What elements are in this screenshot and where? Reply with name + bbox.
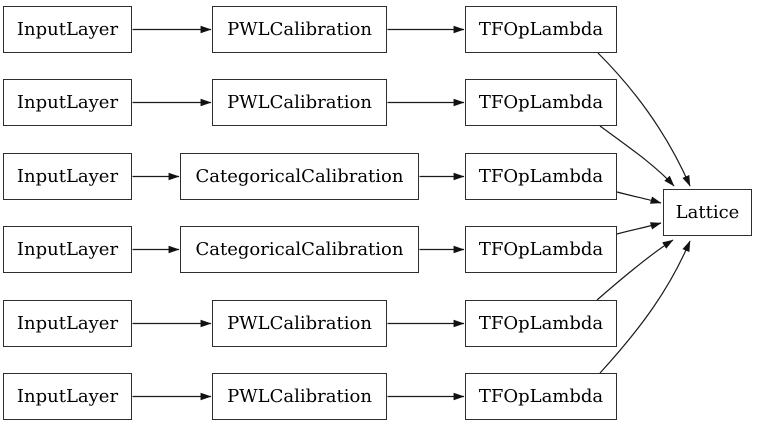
node-pwlcalibration-2: PWLCalibration: [212, 79, 387, 126]
node-categoricalcalibration-2: CategoricalCalibration: [180, 226, 419, 273]
node-inputlayer-4: InputLayer: [3, 226, 132, 273]
node-tfoplambda-5: TFOpLambda: [465, 300, 617, 347]
node-pwlcalibration-1: PWLCalibration: [212, 6, 387, 53]
node-inputlayer-1: InputLayer: [3, 6, 132, 53]
node-lattice: Lattice: [663, 189, 752, 236]
edge-tfop5-lattice: [596, 239, 674, 301]
node-inputlayer-5: InputLayer: [3, 300, 132, 347]
node-tfoplambda-3: TFOpLambda: [465, 153, 617, 200]
node-inputlayer-3: InputLayer: [3, 153, 132, 200]
edge-tfop6-lattice: [599, 240, 691, 374]
edge-tfop3-lattice: [616, 191, 662, 204]
node-inputlayer-2: InputLayer: [3, 79, 132, 126]
node-tfoplambda-6: TFOpLambda: [465, 373, 617, 420]
node-tfoplambda-4: TFOpLambda: [465, 226, 617, 273]
node-tfoplambda-2: TFOpLambda: [465, 79, 617, 126]
node-pwlcalibration-3: PWLCalibration: [212, 300, 387, 347]
node-pwlcalibration-4: PWLCalibration: [212, 373, 387, 420]
edge-tfop4-lattice: [616, 222, 662, 235]
node-inputlayer-6: InputLayer: [3, 373, 132, 420]
node-tfoplambda-1: TFOpLambda: [465, 6, 617, 53]
edge-tfop2-lattice: [599, 125, 675, 187]
edge-tfop1-lattice: [597, 52, 691, 187]
node-categoricalcalibration-1: CategoricalCalibration: [180, 153, 419, 200]
